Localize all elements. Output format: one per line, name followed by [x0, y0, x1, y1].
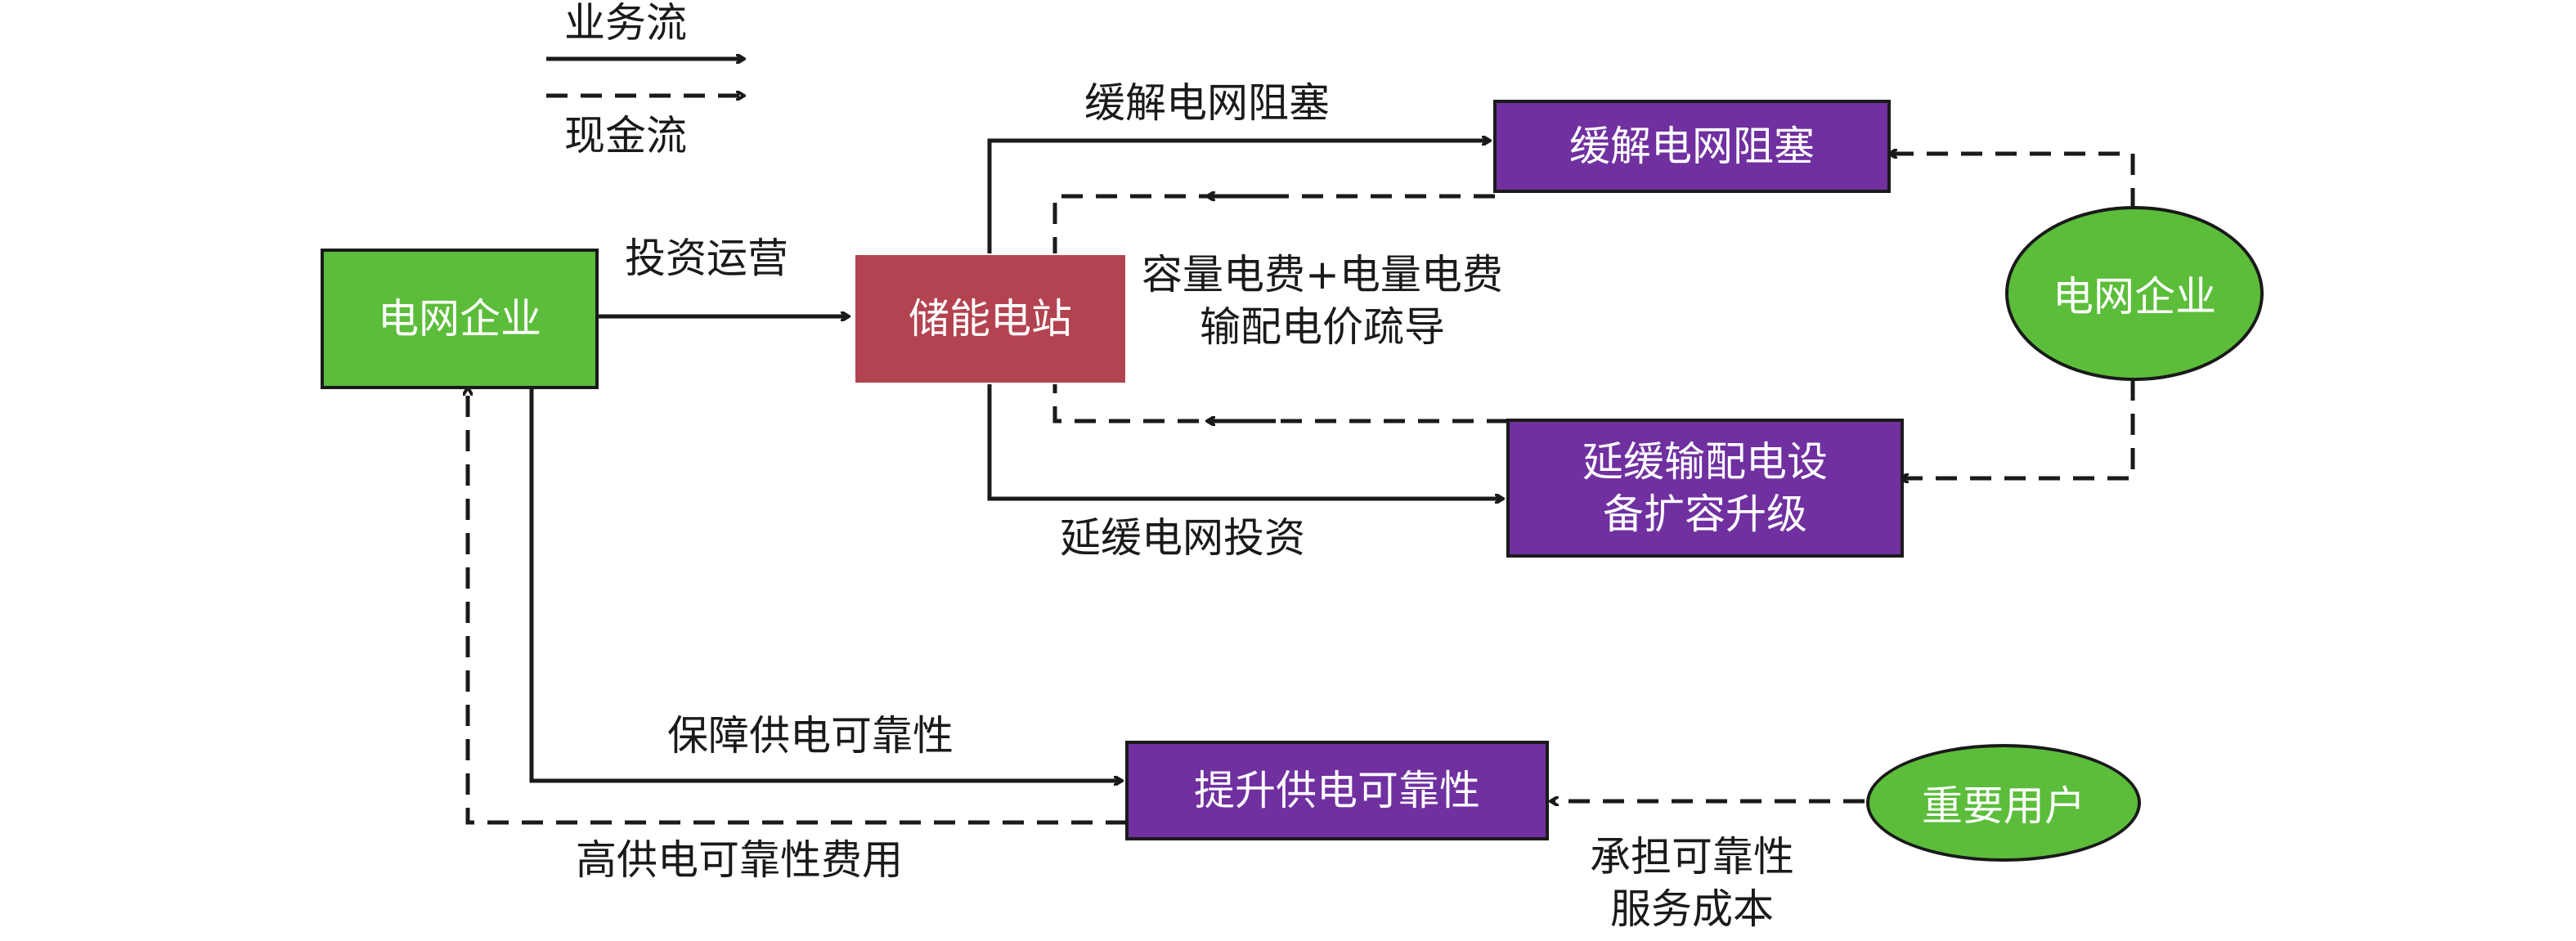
label-reliability-fee: 高供电可靠性费用 — [576, 836, 903, 884]
label-relieve-congestion: 缓解电网阻塞 — [1084, 79, 1330, 127]
arrow-right-grid-to-defer — [1901, 379, 2135, 478]
node-storage-station: 储能电站 — [855, 255, 1125, 383]
node-grid-company-left: 电网企业 — [321, 249, 599, 389]
label-ensure-reliability: 保障供电可靠性 — [667, 712, 954, 760]
node-defer-upgrade: 延缓输配电设 备扩容升级 — [1506, 419, 1904, 558]
arrow-relieve-congestion — [987, 141, 1490, 253]
arrow-defer-investment — [987, 384, 1503, 499]
label-capacity-fee-line1: 容量电费+电量电费 — [1142, 251, 1503, 298]
arrow-right-grid-to-congestion — [1889, 154, 2135, 209]
label-capacity-fee: 容量电费+电量电费 输配电价疏导 — [1142, 249, 1503, 353]
node-defer-upgrade-line1: 延缓输配电设 — [1582, 438, 1828, 486]
arrow-defer-cash — [1052, 384, 1508, 423]
label-invest-operate: 投资运营 — [625, 235, 788, 282]
label-defer-investment: 延缓电网投资 — [1060, 514, 1305, 562]
node-defer-upgrade-line2: 备扩容升级 — [1603, 491, 1807, 538]
legend-cash-flow-label: 现金流 — [564, 112, 687, 159]
node-grid-company-right: 电网企业 — [2005, 206, 2264, 381]
legend-business-flow-label: 业务流 — [564, 0, 687, 47]
node-improve-reliability: 提升供电可靠性 — [1125, 741, 1549, 840]
node-key-users: 重要用户 — [1866, 744, 2141, 862]
arrow-congestion-cash — [1052, 194, 1495, 253]
node-relieve-congestion: 缓解电网阻塞 — [1493, 100, 1891, 193]
arrow-reliability-fee — [468, 388, 1127, 825]
label-bear-cost-line1: 承担可靠性 — [1590, 833, 1794, 881]
label-capacity-fee-line2: 输配电价疏导 — [1199, 303, 1445, 351]
label-bear-cost: 承担可靠性 服务成本 — [1590, 831, 1794, 935]
arrow-ensure-reliability — [529, 388, 1122, 781]
label-bear-cost-line2: 服务成本 — [1610, 885, 1774, 933]
